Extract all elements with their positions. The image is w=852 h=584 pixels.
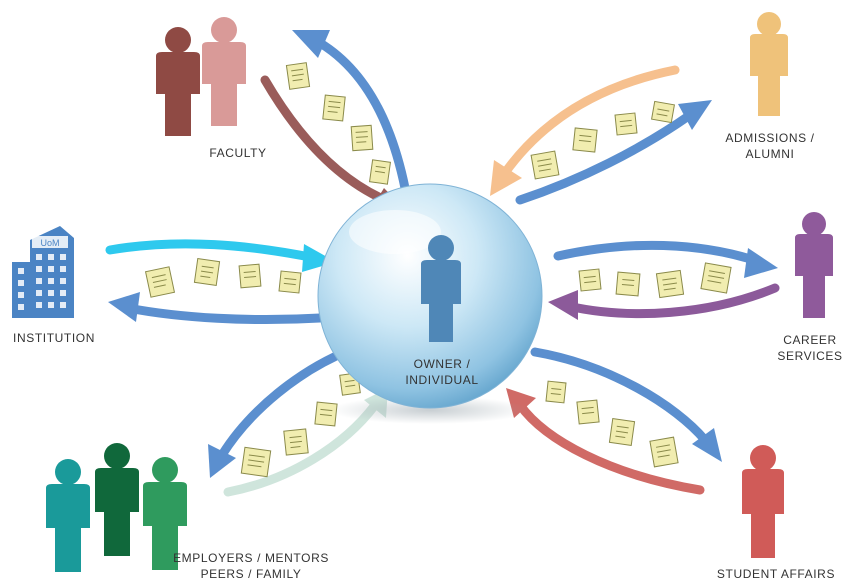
document-icon: [278, 270, 302, 294]
faculty-person-icon: [202, 17, 246, 126]
document-icon: [649, 436, 679, 468]
arrow-to-career: [553, 240, 778, 278]
institution-label: INSTITUTION: [4, 330, 104, 346]
arrow-to-student-affairs: [530, 347, 722, 462]
admissions-person-icon: [750, 12, 788, 116]
document-icon: [283, 428, 309, 456]
faculty-label-text: FACULTY: [209, 146, 267, 160]
center-node: [317, 183, 543, 424]
employer-person-icon: [46, 459, 90, 572]
document-icon: [572, 127, 598, 153]
document-icon: [238, 263, 262, 289]
document-icon: [651, 100, 675, 124]
faculty-person-icon: [156, 27, 200, 136]
faculty-label: FACULTY: [188, 145, 288, 161]
document-icon: [614, 112, 638, 136]
admissions-label: ADMISSIONS / ALUMNI: [715, 130, 825, 162]
employers-label: EMPLOYERS / MENTORS PEERS / FAMILY: [166, 550, 336, 582]
career-label: CAREER SERVICES: [770, 332, 850, 364]
arrow-to-institution: [108, 292, 325, 325]
owner-person-icon: [421, 235, 461, 342]
admissions-label-line1: ADMISSIONS /: [725, 131, 815, 145]
center-label: OWNER / INDIVIDUAL: [392, 356, 492, 388]
document-icon: [576, 399, 600, 425]
center-label-line2: INDIVIDUAL: [405, 373, 479, 387]
student-affairs-label-text: STUDENT AFFAIRS: [716, 567, 836, 581]
institution-building-icon: UoM: [12, 226, 74, 318]
arrow-to-faculty: [292, 30, 410, 193]
arrow-from-career: [548, 283, 780, 320]
career-label-line2: SERVICES: [777, 349, 843, 363]
student-affairs-person-icon: [742, 445, 784, 558]
document-icon: [144, 266, 176, 298]
sphere-shadow: [330, 396, 530, 424]
document-icon: [368, 159, 392, 185]
employer-person-icon: [143, 457, 187, 570]
arrow-to-employers: [208, 345, 355, 478]
student-affairs-label: STUDENT AFFAIRS: [706, 566, 846, 582]
document-icon: [700, 262, 732, 294]
document-icon: [578, 268, 602, 292]
document-icon: [285, 62, 311, 90]
employers-label-line1: EMPLOYERS / MENTORS: [173, 551, 329, 565]
document-icon: [240, 446, 272, 478]
document-icon: [322, 94, 346, 122]
document-icon: [655, 269, 685, 299]
arrow-from-admissions: [490, 65, 680, 196]
arrows-layer: [105, 30, 780, 497]
admissions-label-line2: ALUMNI: [745, 147, 795, 161]
document-icon: [615, 271, 641, 297]
center-label-line1: OWNER /: [413, 357, 471, 371]
document-icon: [545, 380, 567, 404]
document-icon: [314, 401, 338, 427]
arrow-to-admissions: [515, 100, 712, 205]
employers-label-line2: PEERS / FAMILY: [200, 567, 302, 581]
institution-sign: UoM: [40, 238, 59, 248]
document-icon: [530, 150, 560, 180]
arrow-from-institution: [105, 239, 336, 272]
document-icon: [193, 258, 221, 286]
career-person-icon: [795, 212, 833, 318]
career-label-line1: CAREER: [783, 333, 837, 347]
employer-person-icon: [95, 443, 139, 556]
institution-label-text: INSTITUTION: [13, 331, 95, 345]
document-icon: [608, 418, 636, 446]
document-icon: [350, 124, 374, 152]
